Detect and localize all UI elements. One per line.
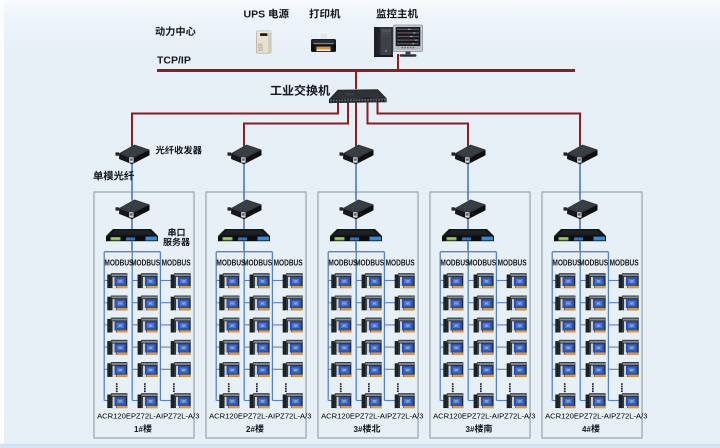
svg-text:MODBUS: MODBUS — [216, 258, 245, 267]
svg-text:ACR120EPZ72L-AIPZ72L-A/3: ACR120EPZ72L-AIPZ72L-A/3 — [209, 412, 311, 421]
svg-text:MODBUS: MODBUS — [328, 258, 357, 267]
svg-text:MODBUS: MODBUS — [552, 258, 581, 267]
svg-text:MODBUS: MODBUS — [610, 258, 639, 267]
svg-text:MODBUS: MODBUS — [440, 258, 469, 267]
svg-text:1#: 1# — [134, 425, 143, 434]
svg-text:MODBUS: MODBUS — [274, 258, 303, 267]
svg-text:MODBUS: MODBUS — [498, 258, 527, 267]
svg-text:MODBUS: MODBUS — [579, 258, 608, 267]
svg-text:3#: 3# — [466, 425, 475, 434]
svg-text:MODBUS: MODBUS — [243, 258, 272, 267]
svg-text:ACR120EPZ72L-AIPZ72L-A/3: ACR120EPZ72L-AIPZ72L-A/3 — [97, 412, 199, 421]
svg-text:ACR120EPZ72L-AIPZ72L-A/3: ACR120EPZ72L-AIPZ72L-A/3 — [433, 412, 535, 421]
svg-text:3#: 3# — [354, 425, 363, 434]
svg-text:MODBUS: MODBUS — [162, 258, 191, 267]
svg-text:2#: 2# — [246, 425, 255, 434]
svg-text:ACR120EPZ72L-AIPZ72L-A/3: ACR120EPZ72L-AIPZ72L-A/3 — [545, 412, 647, 421]
svg-text:TCP/IP: TCP/IP — [157, 55, 191, 67]
svg-text:MODBUS: MODBUS — [386, 258, 415, 267]
svg-text:ACR120EPZ72L-AIPZ72L-A/3: ACR120EPZ72L-AIPZ72L-A/3 — [321, 412, 423, 421]
svg-text:MODBUS: MODBUS — [467, 258, 496, 267]
svg-text:UPS: UPS — [244, 9, 266, 21]
svg-text:MODBUS: MODBUS — [131, 258, 160, 267]
svg-text:MODBUS: MODBUS — [355, 258, 384, 267]
svg-text:4#: 4# — [582, 425, 591, 434]
svg-text:MODBUS: MODBUS — [104, 258, 133, 267]
